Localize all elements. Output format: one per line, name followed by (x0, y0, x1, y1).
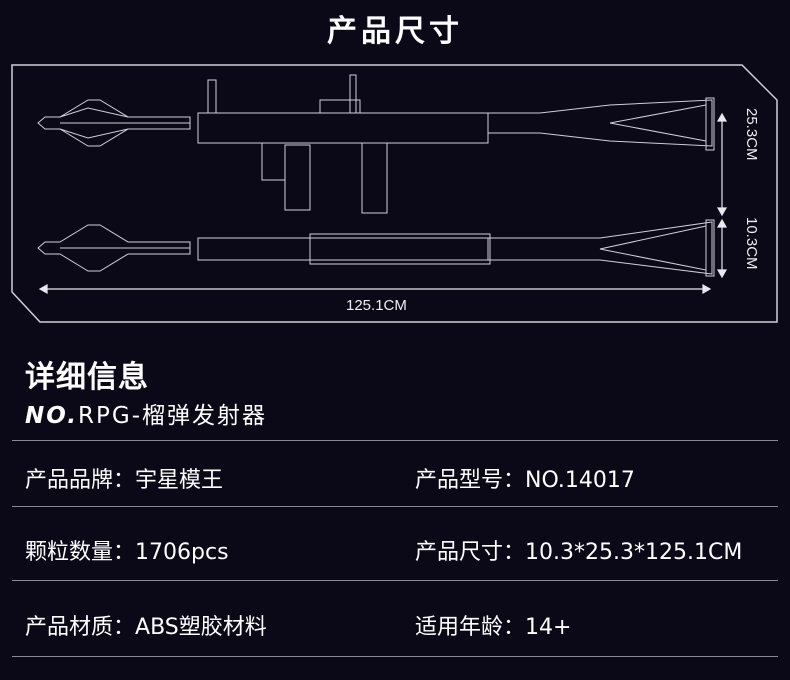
model-prefix: NO. (25, 403, 79, 429)
spec-value: 1706pcs (135, 540, 229, 565)
spec-size: 产品尺寸：10.3*25.3*125.1CM (415, 534, 742, 566)
dimension-arrows (38, 112, 728, 295)
spec-age: 适用年龄：14+ (415, 609, 571, 641)
spec-value: ABS塑胶材料 (135, 615, 267, 640)
spec-value: 宇星模王 (135, 468, 224, 493)
spec-material: 产品材质：ABS塑胶材料 (25, 609, 267, 641)
divider (12, 580, 778, 581)
length-label: 125.1CM (346, 297, 407, 314)
spec-value: 14+ (525, 615, 572, 640)
dimension-diagram (11, 64, 778, 323)
spec-label: 产品型号： (415, 468, 526, 493)
rocket-top-view (37, 219, 715, 277)
section-title-dimensions: 产品尺寸 (327, 14, 463, 49)
diagram-frame (11, 64, 778, 323)
spec-value: 10.3*25.3*125.1CM (525, 540, 743, 565)
spec-label: 颗粒数量： (25, 540, 136, 565)
spec-model-number: 产品型号：NO.14017 (415, 462, 635, 494)
details-heading: 详细信息 (25, 360, 149, 395)
height-label: 25.3CM (743, 108, 760, 161)
spec-label: 产品材质： (25, 615, 136, 640)
spec-label: 产品尺寸： (415, 540, 526, 565)
divider (12, 656, 778, 657)
spec-label: 适用年龄： (415, 615, 526, 640)
width-label: 10.3CM (743, 217, 760, 270)
divider (12, 440, 778, 441)
spec-label: 产品品牌： (25, 468, 136, 493)
spec-brand: 产品品牌：宇星模王 (25, 462, 223, 494)
rocket-side-view (37, 74, 715, 214)
model-name: RPG-榴弹发射器 (78, 403, 268, 429)
model-title: NO.RPG-榴弹发射器 (25, 396, 267, 430)
divider (12, 506, 778, 507)
spec-value: NO.14017 (525, 468, 635, 493)
spec-piece-count: 颗粒数量：1706pcs (25, 534, 229, 566)
